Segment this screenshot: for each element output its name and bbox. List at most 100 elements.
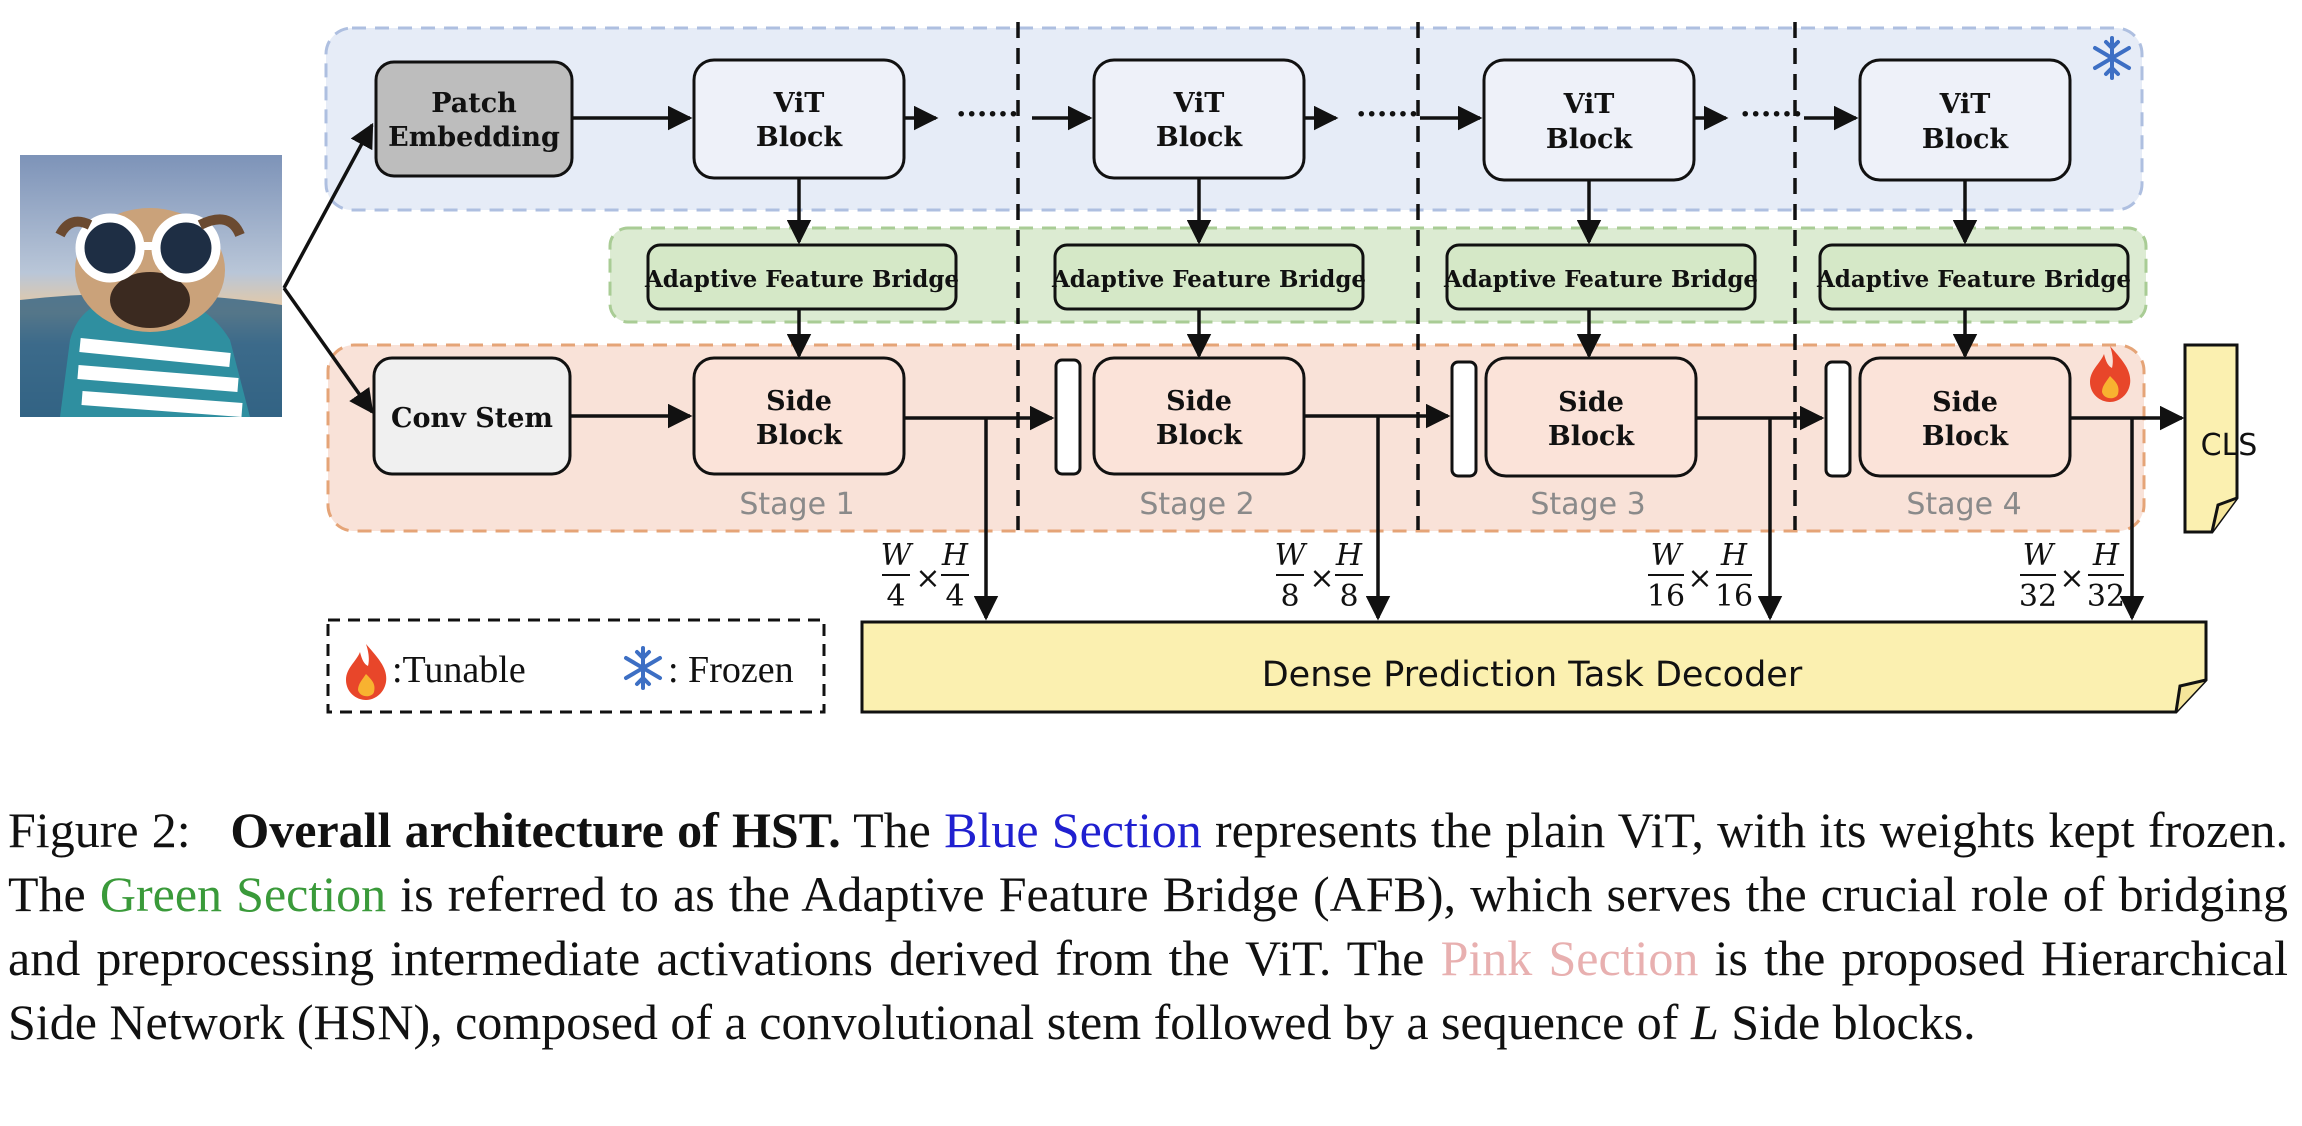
side-block-label-2: Block [1156, 420, 1244, 451]
caption-pink-section: Pink Section [1440, 930, 1699, 986]
res-h: H [1720, 538, 1748, 573]
ellipsis: ······ [1356, 97, 1419, 132]
stage-label-2: Stage 2 [1139, 487, 1254, 522]
vit-block-label-2: Block [1546, 124, 1634, 155]
res-h: H [1335, 538, 1363, 573]
downsample-bar-1 [1054, 358, 1082, 476]
side-block-label-2: Block [756, 420, 844, 451]
vit-connector-3: ······ [1694, 97, 1859, 132]
side-block-label-1: Side [1558, 387, 1624, 418]
res-h-div: 4 [945, 579, 964, 614]
side-block-label-1: Side [1932, 387, 1998, 418]
vit-block-label-1: ViT [1939, 89, 1991, 120]
flame-icon [346, 644, 387, 700]
afb-box-3: Adaptive Feature Bridge [1443, 243, 1758, 311]
afb-label: Adaptive Feature Bridge [1816, 266, 2131, 293]
vit-block-3: ViT Block [1482, 58, 1696, 182]
res-times: × [2059, 561, 2084, 596]
snowflake-icon [2093, 36, 2131, 80]
afb-box-2: Adaptive Feature Bridge [1051, 243, 1366, 311]
side-block-label-1: Side [1166, 386, 1232, 417]
afb-label: Adaptive Feature Bridge [644, 266, 959, 293]
cls-node: CLS [2183, 343, 2258, 534]
res-w: W [881, 538, 914, 573]
flame-icon [2090, 346, 2131, 402]
stage-label-4: Stage 4 [1906, 487, 2021, 522]
stage-label-1: Stage 1 [739, 487, 854, 522]
decoder-label: Dense Prediction Task Decoder [1262, 655, 1803, 695]
green-section [608, 226, 2148, 324]
cls-label: CLS [2201, 428, 2258, 463]
side-block-label-2: Block [1922, 421, 2010, 452]
res-times: × [1309, 561, 1334, 596]
res-h: H [2092, 538, 2120, 573]
arrow-image-to-patch [282, 122, 374, 289]
patch-embedding-label-2: Embedding [388, 122, 560, 153]
caption-L: L [1690, 994, 1719, 1050]
res-w-div: 32 [2019, 579, 2057, 614]
vit-block-label-1: ViT [1173, 88, 1225, 119]
vit-block-2: ViT Block [1092, 58, 1306, 180]
afb-box-4: Adaptive Feature Bridge [1816, 243, 2131, 311]
architecture-diagram: Patch Embedding ViT Block ViT Block ViT … [20, 22, 2258, 714]
res-w-div: 16 [1647, 579, 1685, 614]
legend-frozen: : Frozen [668, 649, 794, 691]
caption-blue-section: Blue Section [944, 802, 1202, 858]
res-w: W [2023, 538, 2056, 573]
conv-stem-node: Conv Stem [372, 356, 572, 476]
res-w: W [1275, 538, 1308, 573]
legend-tunable: :Tunable [392, 649, 526, 691]
arrow-image-to-conv [282, 286, 374, 414]
vit-connector-2: ······ [1304, 97, 1483, 132]
resolution-2: W 8 × H 8 [1275, 538, 1363, 614]
res-w: W [1651, 538, 1684, 573]
vit-block-label-2: Block [1922, 124, 2010, 155]
side-block-3: Side Block [1484, 356, 1698, 478]
caption-text-3: is referred to as the Adaptive Feature B… [8, 866, 2289, 986]
downsample-bar-2 [1450, 360, 1478, 478]
side-block-label-2: Block [1548, 421, 1636, 452]
caption-text-4: is the proposed Hierarchical Side Networ… [8, 930, 2288, 1050]
vit-block-label-2: Block [756, 122, 844, 153]
side-block-label-1: Side [766, 386, 832, 417]
patch-embedding-label-1: Patch [431, 88, 517, 119]
res-h-div: 16 [1715, 579, 1753, 614]
vit-block-4: ViT Block [1858, 58, 2072, 182]
ellipsis: ······ [956, 97, 1019, 132]
conv-stem-label: Conv Stem [391, 403, 553, 434]
vit-connector-1: ······ [904, 97, 1093, 132]
res-w-div: 4 [886, 579, 905, 614]
side-block-4: Side Block [1858, 356, 2072, 478]
vit-block-1: ViT Block [692, 58, 906, 180]
caption-label: Figure 2: [8, 802, 191, 858]
res-times: × [915, 561, 940, 596]
res-h-div: 8 [1339, 579, 1358, 614]
caption-title: Overall architecture of HST. [230, 802, 841, 858]
stage-label-3: Stage 3 [1530, 487, 1645, 522]
resolution-4: W 32 × H 32 [2019, 538, 2125, 614]
side-block-2: Side Block [1092, 356, 1306, 476]
caption-text-5: Side blocks. [1718, 994, 1976, 1050]
vit-block-label-1: ViT [1563, 89, 1615, 120]
afb-box-1: Adaptive Feature Bridge [644, 243, 959, 311]
resolution-3: W 16 × H 16 [1647, 538, 1753, 614]
snowflake-icon [624, 646, 662, 690]
caption-text-2: represents the plain ViT, with its weigh… [8, 802, 2289, 922]
res-h-div: 32 [2087, 579, 2125, 614]
legend: :Tunable : Frozen [326, 618, 826, 714]
vit-block-label-2: Block [1156, 122, 1244, 153]
afb-label: Adaptive Feature Bridge [1443, 266, 1758, 293]
caption-green-section: Green Section [99, 866, 387, 922]
input-image [20, 155, 282, 417]
patch-embedding-node: Patch Embedding [374, 60, 574, 178]
decoder-node: Dense Prediction Task Decoder [860, 620, 2208, 714]
res-h: H [941, 538, 969, 573]
res-w-div: 8 [1280, 579, 1299, 614]
res-times: × [1687, 561, 1712, 596]
resolution-1: W 4 × H 4 [881, 538, 969, 614]
figure-caption: Figure 2: Overall architecture of HST. T… [8, 798, 2288, 1054]
ellipsis: ······ [1740, 97, 1803, 132]
afb-label: Adaptive Feature Bridge [1051, 266, 1366, 293]
side-block-1: Side Block [692, 356, 906, 476]
caption-text-1: The [840, 802, 945, 858]
